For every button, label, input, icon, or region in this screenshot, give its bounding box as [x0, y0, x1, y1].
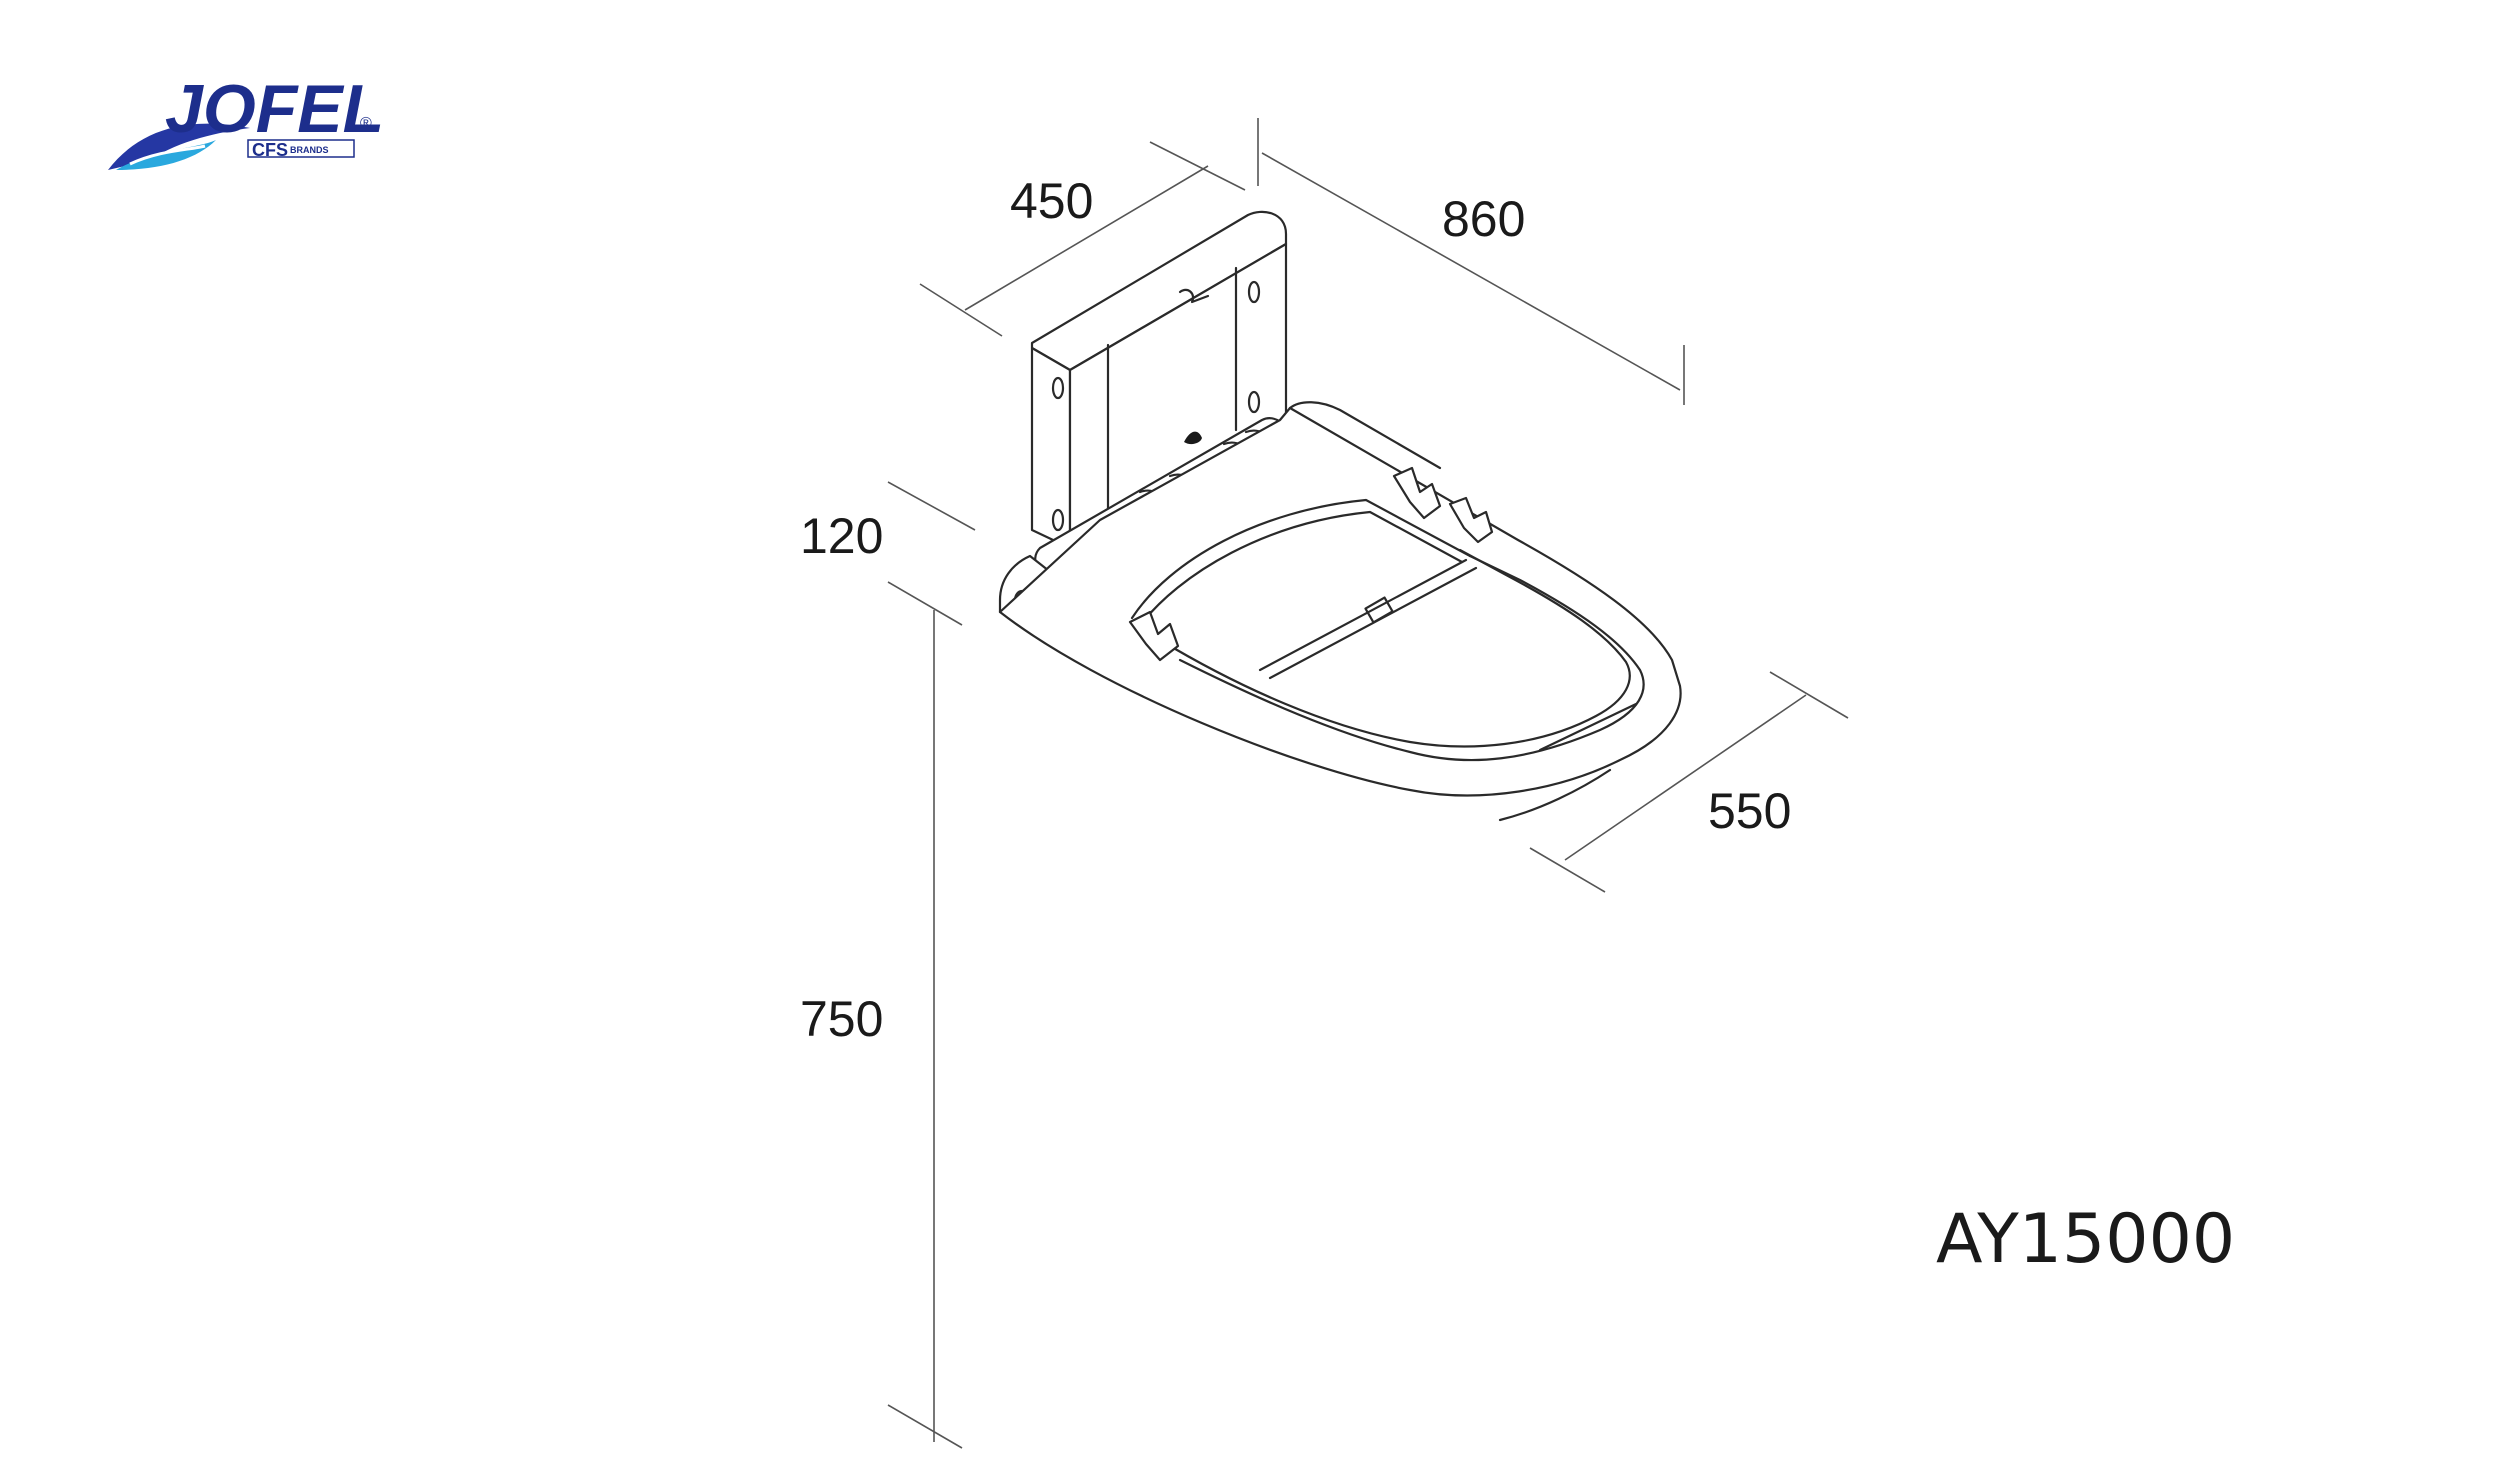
changing-tray — [998, 401, 1682, 822]
dim-tick-450-a — [919, 283, 1003, 337]
dim-tick-450-b — [1149, 141, 1246, 191]
sub-brand-box — [247, 139, 355, 158]
dim-label-width: 450 — [1010, 173, 1093, 229]
dim-line-550 — [1564, 694, 1807, 861]
latch-icon — [1184, 431, 1202, 445]
sub-brand-suffix: BRANDS — [290, 145, 329, 155]
brand-name: JOFEL — [165, 71, 384, 147]
dim-label-wall-depth: 120 — [800, 508, 883, 564]
wave-icon — [108, 123, 250, 170]
dim-tick-550-a — [1529, 847, 1606, 893]
brand-logo: JOFEL ® CFS BRANDS — [108, 71, 384, 170]
dim-tick-120-b — [887, 581, 963, 626]
dim-tick-120-a — [887, 481, 976, 531]
dimension-lines — [887, 118, 1849, 1449]
back-plate — [1030, 210, 1288, 550]
dim-tick-750 — [887, 1404, 963, 1449]
dim-line-450 — [964, 165, 1209, 311]
dim-line-860 — [1261, 152, 1681, 391]
registered-mark: ® — [360, 115, 372, 132]
dim-label-length: 860 — [1442, 191, 1525, 247]
sub-brand: CFS — [252, 140, 288, 160]
dim-label-mount-height: 750 — [800, 991, 883, 1047]
dim-tick-550-b — [1769, 671, 1849, 719]
changing-station-drawing — [998, 210, 1682, 822]
dim-label-open-depth: 550 — [1708, 783, 1791, 839]
product-code: AY15000 — [1936, 1200, 2235, 1279]
